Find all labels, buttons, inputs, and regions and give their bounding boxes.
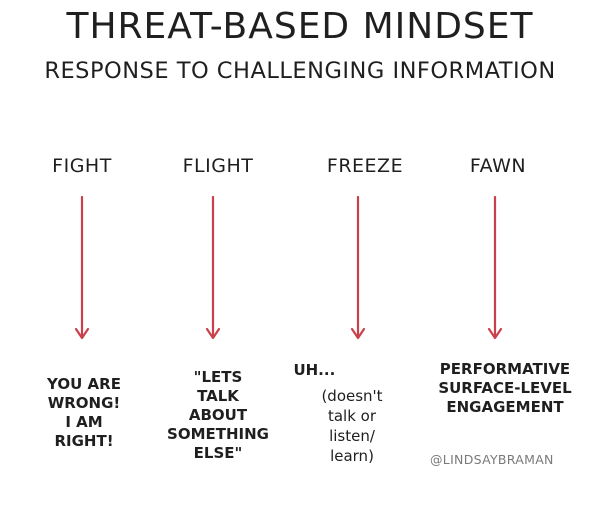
response-fight-line: YOU ARE xyxy=(47,375,121,393)
response-flight-line: ABOUT xyxy=(188,406,248,424)
response-flight-line: TALK xyxy=(197,387,239,405)
response-fawn-line: PERFORMATIVE xyxy=(439,360,571,378)
response-flight: "LETS TALK ABOUT SOMETHING ELSE" xyxy=(167,368,269,463)
response-fight-line: RIGHT! xyxy=(54,432,114,450)
response-fawn-line: ENGAGEMENT xyxy=(446,398,564,416)
column-label-freeze: FREEZE xyxy=(326,155,404,177)
response-fight-line: I AM xyxy=(65,413,103,431)
arrow-fawn xyxy=(487,195,503,340)
response-fawn: PERFORMATIVE SURFACE-LEVEL ENGAGEMENT xyxy=(438,360,571,417)
response-flight-line: SOMETHING xyxy=(167,425,269,443)
column-label-fight: FIGHT xyxy=(52,155,112,177)
diagram-title: THREAT-BASED MINDSET xyxy=(66,6,534,47)
response-fawn-line: SURFACE-LEVEL xyxy=(438,379,572,397)
response-fight: YOU ARE WRONG! I AM RIGHT! xyxy=(47,375,121,451)
response-flight-line: "LETS xyxy=(193,368,243,386)
arrow-freeze xyxy=(350,195,366,340)
response-flight-line: ELSE" xyxy=(193,444,243,462)
column-label-fawn: FAWN xyxy=(469,155,527,177)
diagram-subtitle: RESPONSE TO CHALLENGING INFORMATION xyxy=(44,58,556,84)
arrow-flight xyxy=(205,195,221,340)
response-freeze-line: learn) xyxy=(330,447,374,465)
response-freeze-line: UH... xyxy=(293,361,336,379)
author-credit: @LINDSAYBRAMAN xyxy=(430,452,554,467)
response-fight-line: WRONG! xyxy=(47,394,121,412)
arrow-fight xyxy=(74,195,90,340)
response-freeze-line: listen/ xyxy=(329,427,375,445)
response-freeze: UH... (doesn't talk or listen/ learn) xyxy=(293,360,383,466)
column-label-flight: FLIGHT xyxy=(182,155,254,177)
response-freeze-line: talk or xyxy=(327,407,377,425)
response-freeze-line: (doesn't xyxy=(321,387,383,405)
